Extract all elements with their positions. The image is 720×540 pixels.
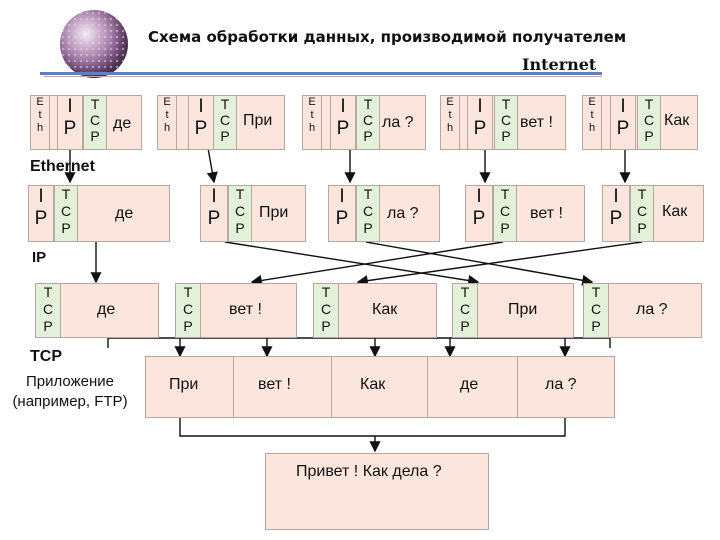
ethernet-layer-label: Ethernet xyxy=(30,158,95,175)
packet-fragment: ла ? xyxy=(387,205,419,222)
app-chunk-2: вет ! xyxy=(233,356,335,418)
frame-fragment: де xyxy=(113,115,132,132)
segment-fragment: При xyxy=(508,301,538,318)
ip-layer-label: IP xyxy=(32,249,47,266)
frame-fragment: При xyxy=(243,112,273,129)
arrow-ip-tcp-pri xyxy=(224,241,480,287)
app-chunk-1: При xyxy=(145,356,237,418)
frame-fragment: Как xyxy=(664,112,690,129)
packet-fragment: вет ! xyxy=(530,205,563,222)
bracket-tcp-app xyxy=(107,337,611,348)
arrow-ip-tcp-kak xyxy=(356,241,643,287)
tcp-layer-label: TCP xyxy=(30,348,62,365)
packet-fragment: де xyxy=(115,205,134,222)
page-title: Схема обработки данных, производимой пол… xyxy=(148,28,627,46)
internet-label: Internet xyxy=(522,55,597,74)
application-label: Приложение (например, FTP) xyxy=(12,373,128,410)
header-rule-shadow xyxy=(44,76,602,77)
app-chunk-5: ла ? xyxy=(517,356,615,418)
packet-fragment: Как xyxy=(662,203,688,220)
globe-dots xyxy=(60,10,128,78)
packet-fragment: При xyxy=(259,204,289,221)
segment-fragment: ла ? xyxy=(636,301,668,318)
segment-fragment: де xyxy=(97,301,116,318)
arrow-ip-tcp-la xyxy=(365,241,594,286)
segment-fragment: Как xyxy=(372,301,398,318)
arrow-eth-ip-2 xyxy=(206,147,218,184)
app-chunk-4: де xyxy=(427,356,521,418)
bracket-app-result xyxy=(179,418,566,437)
app-chunk-3: Как xyxy=(331,356,431,418)
frame-fragment: вет ! xyxy=(520,114,553,131)
segment-fragment: вет ! xyxy=(229,301,262,318)
frame-fragment: ла ? xyxy=(382,114,414,131)
header-rule xyxy=(40,72,602,75)
assembled-message: Привет ! Как дела ? xyxy=(265,453,489,530)
arrow-ip-tcp-vet xyxy=(250,241,504,286)
